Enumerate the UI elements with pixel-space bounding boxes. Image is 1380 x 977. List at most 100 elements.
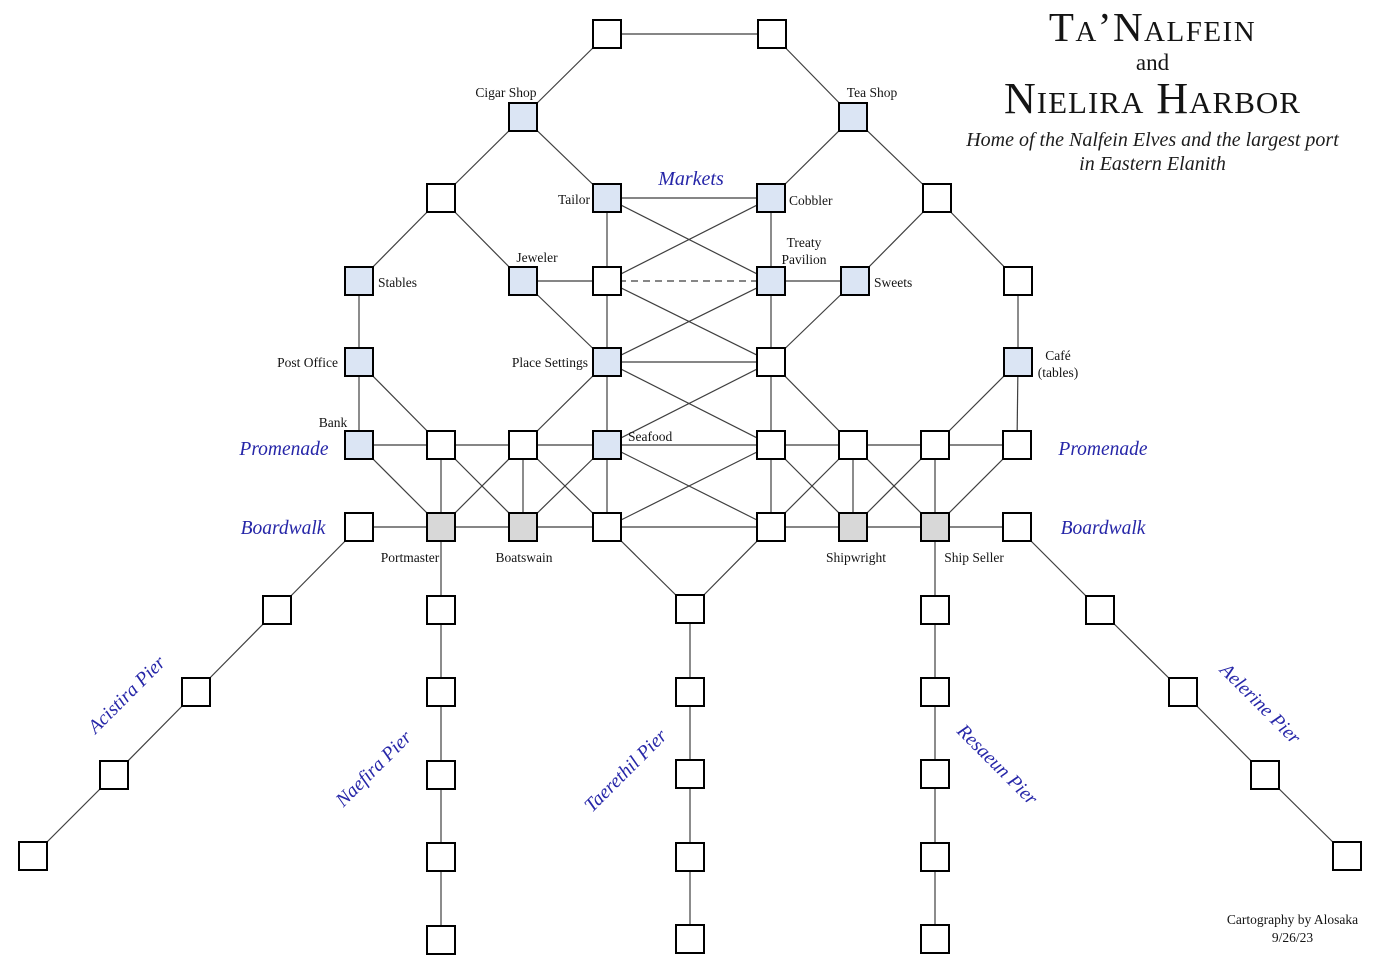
cartography-credit: Cartography by Alosaka 9/26/23 xyxy=(1180,911,1380,946)
room-node-res-2 xyxy=(920,677,950,707)
room-node-nae-1 xyxy=(426,595,456,625)
map-edge-market-se--seafood xyxy=(606,361,772,446)
room-node-aci-2 xyxy=(181,677,211,707)
area-label-acistira-pier: Acistira Pier xyxy=(83,652,170,739)
room-label-ship-seller: Ship Seller xyxy=(944,550,1004,565)
room-node-boatswain xyxy=(508,512,538,542)
room-node-aci-3 xyxy=(99,760,129,790)
room-node-cigar-shop xyxy=(508,102,538,132)
map-edge-treaty-pavilion--place-settings xyxy=(606,280,772,363)
map-edge-prom-5--board-4 xyxy=(606,444,772,528)
room-node-place-settings xyxy=(592,347,622,377)
room-node-nae-2 xyxy=(426,677,456,707)
room-node-tae-5 xyxy=(675,924,705,954)
room-node-board-1 xyxy=(344,512,374,542)
room-label-boatswain: Boatswain xyxy=(496,550,553,565)
area-label-promenade-west: Promenade xyxy=(238,439,329,460)
room-node-tea-shop xyxy=(838,102,868,132)
map-subtitle: Home of the Nalfein Elves and the larges… xyxy=(930,129,1375,176)
area-label-aelerine-pier: Aelerine Pier xyxy=(1214,658,1304,748)
room-node-nae-3 xyxy=(426,760,456,790)
area-label-naefira-pier: Naefira Pier xyxy=(331,727,416,812)
room-label-post-office: Post Office xyxy=(277,355,338,370)
room-label-tailor: Tailor xyxy=(558,192,591,207)
room-node-treaty-pavilion xyxy=(756,266,786,296)
room-node-seafood xyxy=(592,430,622,460)
room-node-ring-e1 xyxy=(922,183,952,213)
room-node-prom-3 xyxy=(508,430,538,460)
room-node-tae-2 xyxy=(675,677,705,707)
area-label-promenade-east: Promenade xyxy=(1057,439,1148,460)
room-node-ship-seller xyxy=(920,512,950,542)
room-node-market-center xyxy=(592,266,622,296)
room-label-seafood: Seafood xyxy=(628,429,672,444)
room-label-cafe-1: (tables) xyxy=(1038,365,1078,380)
room-node-res-4 xyxy=(920,842,950,872)
room-node-market-se xyxy=(756,347,786,377)
room-node-board-8 xyxy=(1002,512,1032,542)
area-label-boardwalk-east: Boardwalk xyxy=(1061,518,1146,539)
room-label-cigar-shop: Cigar Shop xyxy=(475,85,536,100)
room-node-prom-8 xyxy=(1002,430,1032,460)
room-node-res-1 xyxy=(920,595,950,625)
room-node-prom-6 xyxy=(838,430,868,460)
map-title-block: Ta’Nalfein and Nielira Harbor Home of th… xyxy=(930,4,1375,176)
room-node-prom-5 xyxy=(756,430,786,460)
room-node-tae-3 xyxy=(675,759,705,789)
room-node-sweets xyxy=(840,266,870,296)
room-node-tae-4 xyxy=(675,842,705,872)
room-label-jeweler: Jeweler xyxy=(516,250,558,265)
room-label-cafe: Café xyxy=(1045,348,1070,363)
room-node-ael-3 xyxy=(1250,760,1280,790)
room-node-ring-e2 xyxy=(1003,266,1033,296)
room-node-top-east xyxy=(757,19,787,49)
room-node-board-5 xyxy=(756,512,786,542)
room-node-nae-4 xyxy=(426,842,456,872)
room-node-jeweler xyxy=(508,266,538,296)
room-label-tea-shop: Tea Shop xyxy=(847,85,898,100)
room-node-top-west xyxy=(592,19,622,49)
area-label-resaeun-pier: Resaeun Pier xyxy=(952,720,1042,810)
room-node-nae-5 xyxy=(426,925,456,955)
room-node-portmaster xyxy=(426,512,456,542)
room-node-post-office xyxy=(344,347,374,377)
room-label-treaty-pavilion-1: Pavilion xyxy=(781,252,826,267)
room-node-tae-1 xyxy=(675,594,705,624)
title-harbor-name: Nielira Harbor xyxy=(1004,74,1301,124)
room-node-ael-2 xyxy=(1168,677,1198,707)
room-node-res-5 xyxy=(920,924,950,954)
credit-date: 9/26/23 xyxy=(1271,929,1314,945)
room-node-prom-2 xyxy=(426,430,456,460)
room-node-prom-7 xyxy=(920,430,950,460)
map-edge-cobbler--market-center xyxy=(606,197,772,282)
area-label-taerethil-pier: Taerethil Pier xyxy=(581,725,672,816)
area-label-boardwalk-west: Boardwalk xyxy=(241,518,326,539)
room-label-place-settings: Place Settings xyxy=(512,355,588,370)
room-label-bank: Bank xyxy=(319,415,348,430)
subtitle-line-2: in Eastern Elanith xyxy=(1079,152,1226,175)
area-label-markets: Markets xyxy=(657,168,724,190)
room-node-ael-4 xyxy=(1332,841,1362,871)
room-node-res-3 xyxy=(920,759,950,789)
room-node-cobbler xyxy=(756,183,786,213)
room-node-bank xyxy=(344,430,374,460)
room-node-shipwright xyxy=(838,512,868,542)
title-city-name: Ta’Nalfein xyxy=(1048,4,1257,50)
room-node-ael-1 xyxy=(1085,595,1115,625)
room-node-ring-w1 xyxy=(426,183,456,213)
subtitle-line-1: Home of the Nalfein Elves and the larges… xyxy=(966,129,1339,152)
room-node-stables xyxy=(344,266,374,296)
room-label-portmaster: Portmaster xyxy=(381,550,440,565)
room-label-cobbler: Cobbler xyxy=(789,193,833,208)
room-node-aci-4 xyxy=(18,841,48,871)
room-label-treaty-pavilion: Treaty xyxy=(787,235,822,250)
room-node-tailor xyxy=(592,183,622,213)
room-node-board-4 xyxy=(592,512,622,542)
title-conjunction: and xyxy=(1135,50,1170,76)
credit-line: Cartography by Alosaka xyxy=(1226,912,1359,927)
room-label-stables: Stables xyxy=(378,275,417,290)
room-node-aci-1 xyxy=(262,595,292,625)
room-node-cafe xyxy=(1003,347,1033,377)
